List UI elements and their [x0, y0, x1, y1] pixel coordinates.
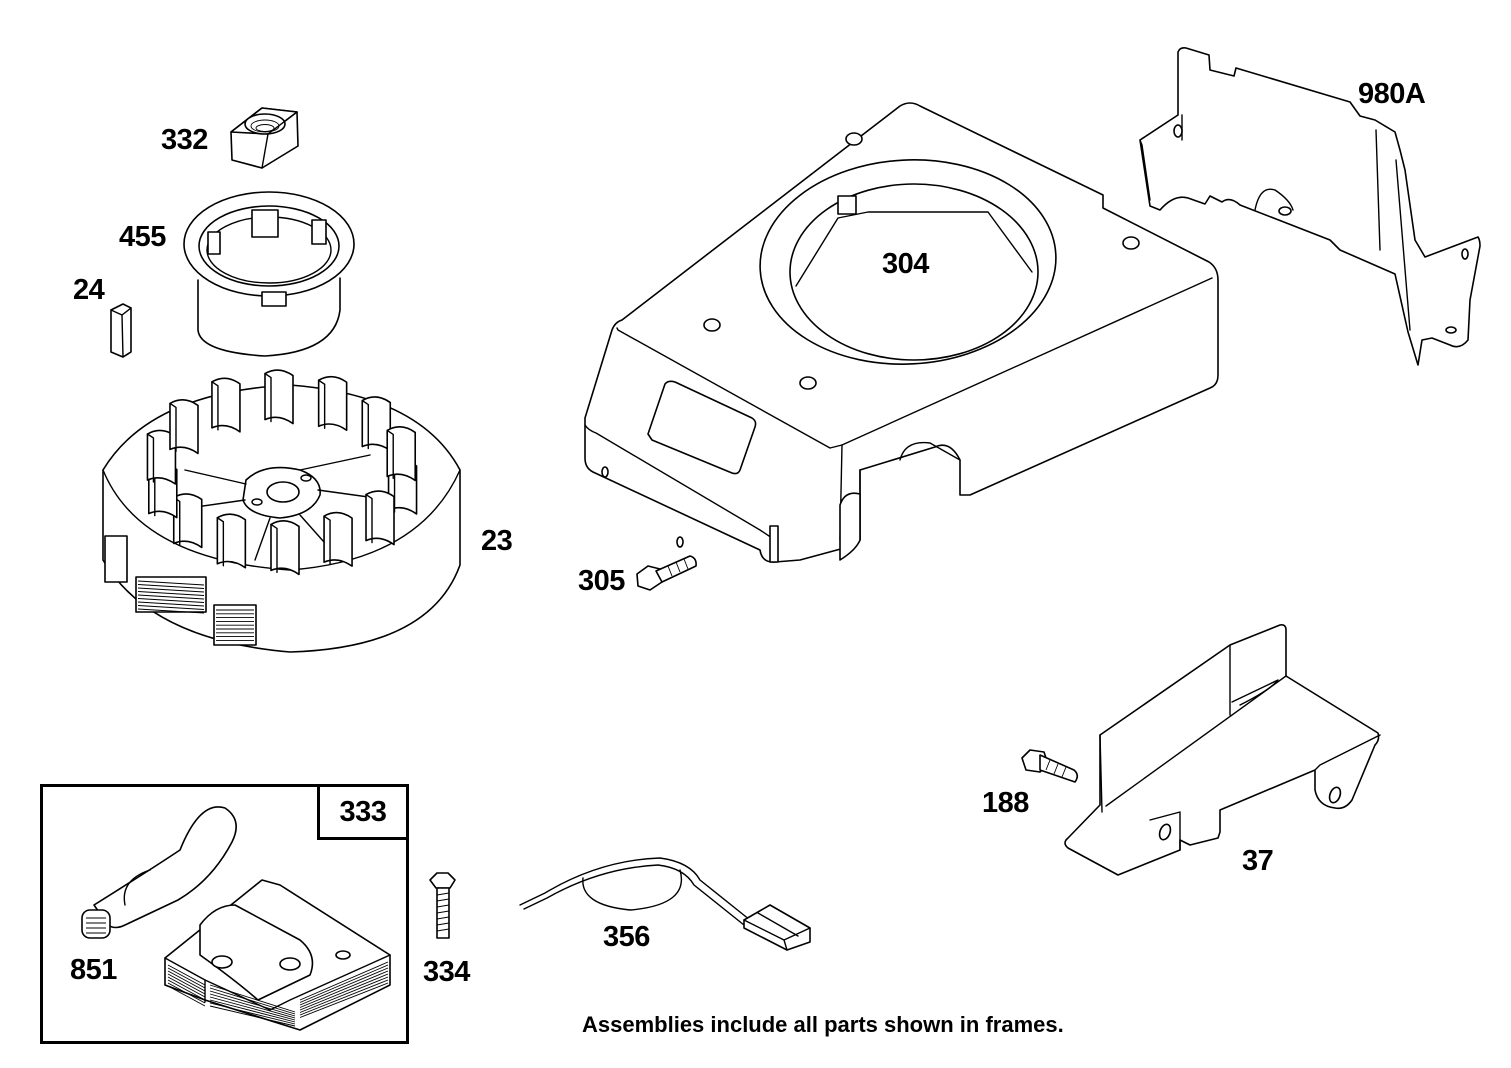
flywheel-fin — [172, 493, 203, 549]
part-455-starter-cup-drawing — [183, 191, 355, 357]
part-305-screw-drawing — [636, 555, 697, 591]
part-label-333: 333 — [339, 795, 387, 828]
assembly-frame-333 — [40, 784, 409, 1044]
part-23-flywheel-drawing — [102, 369, 461, 653]
part-label-37: 37 — [1242, 845, 1274, 877]
part-label-851: 851 — [70, 954, 117, 986]
flywheel-fin — [317, 375, 348, 432]
part-label-24: 24 — [73, 274, 105, 306]
flywheel-fin — [270, 520, 300, 576]
part-label-332: 332 — [161, 124, 208, 156]
part-24-key-drawing — [110, 303, 132, 358]
flywheel-fin — [211, 377, 241, 433]
assembly-frame-label-box: 333 — [317, 784, 409, 840]
flywheel-fin — [386, 426, 417, 482]
flywheel-fin — [146, 429, 177, 485]
part-label-980A: 980A — [1358, 78, 1426, 110]
flywheel-fin — [169, 399, 199, 455]
part-label-23: 23 — [481, 525, 513, 557]
part-label-304: 304 — [882, 248, 929, 280]
part-label-188: 188 — [982, 787, 1029, 819]
flywheel-fin — [216, 513, 247, 569]
footnote: Assemblies include all parts shown in fr… — [582, 1012, 1064, 1037]
part-label-455: 455 — [119, 221, 166, 253]
part-label-305: 305 — [578, 565, 625, 597]
part-334-screw-drawing — [429, 872, 456, 939]
part-356-ground-wire-drawing — [519, 857, 811, 951]
part-188-screw-drawing — [1021, 749, 1079, 783]
part-333-armature-drawing — [81, 806, 391, 1031]
flywheel-fin — [365, 490, 395, 546]
part-label-334: 334 — [423, 956, 470, 988]
flywheel-fin — [323, 511, 353, 567]
flywheel-fin — [264, 369, 294, 425]
part-37-air-guide-drawing — [1064, 624, 1381, 876]
part-980A-bracket-drawing — [1139, 47, 1481, 366]
part-304-blower-housing-drawing — [584, 102, 1219, 563]
flywheel-fin — [361, 396, 392, 452]
part-332-hex-nut-drawing — [230, 107, 299, 169]
part-label-356: 356 — [603, 921, 650, 953]
